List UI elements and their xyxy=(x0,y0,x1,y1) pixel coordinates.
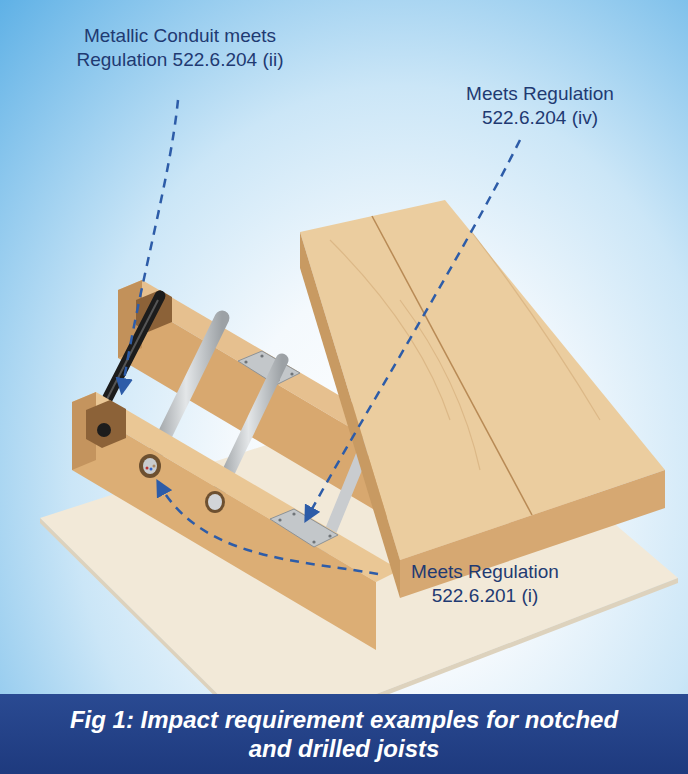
callout-label: Meets Regulation 522.6.201 (i) xyxy=(385,560,585,608)
metal-plate xyxy=(270,509,338,547)
callout-label: Meets Regulation 522.6.204 (iv) xyxy=(440,82,640,130)
callout-label: Metallic Conduit meets Regulation 522.6.… xyxy=(50,24,310,72)
leader-arrow xyxy=(158,482,378,574)
leader-arrow xyxy=(122,100,178,392)
leader-arrow xyxy=(306,140,520,520)
figure-caption: Fig 1: Impact requirement examples for n… xyxy=(64,705,624,763)
floorboards xyxy=(300,200,665,598)
